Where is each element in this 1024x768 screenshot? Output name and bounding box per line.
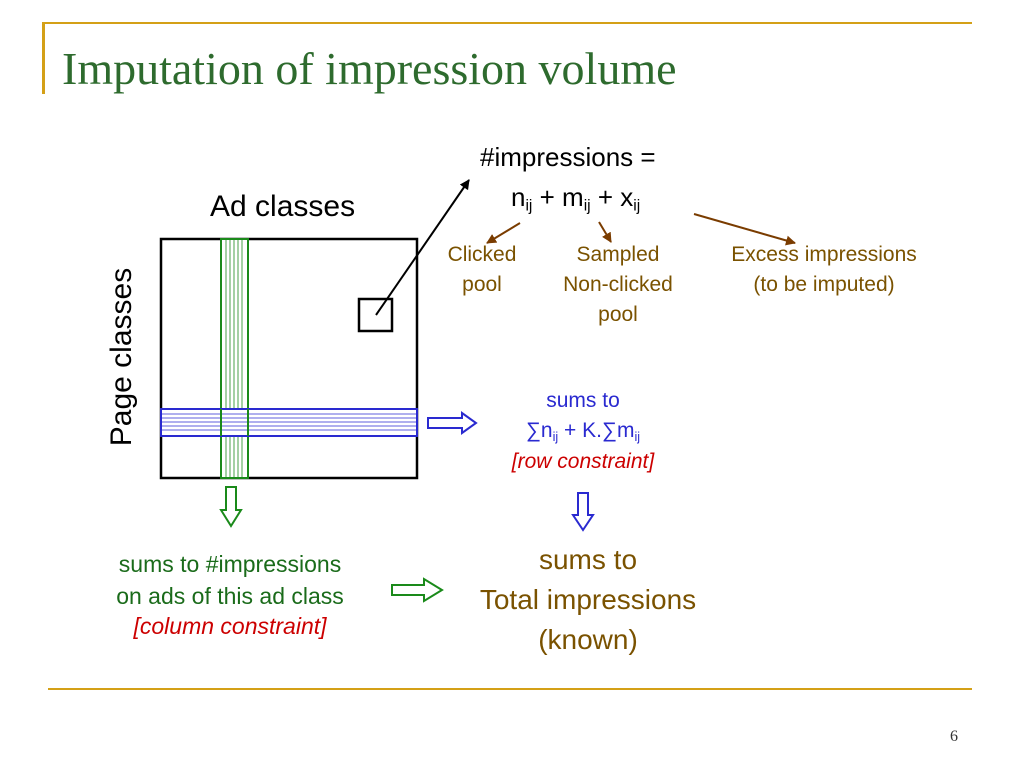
formula-head: #impressions = — [480, 142, 656, 172]
sampled-pool-label: Sampled Non-clicked pool — [563, 243, 673, 326]
matrix-square — [159, 237, 419, 480]
row-band — [160, 408, 418, 437]
column-hollow-arrow — [219, 486, 243, 528]
formula: nij + mij + xij — [511, 182, 641, 215]
column-band — [220, 238, 249, 479]
top-rule — [42, 22, 972, 24]
total-impressions-label: sums to Total impressions (known) — [479, 544, 697, 655]
arrow-to-sampled — [598, 221, 612, 243]
total-hollow-arrow — [571, 492, 595, 532]
cell-arrow — [375, 179, 470, 316]
title-accent-bar — [42, 22, 45, 94]
row-hollow-arrow — [427, 411, 478, 435]
row-constraint-label: [row constraint] — [511, 450, 655, 473]
page-classes-label: Page classes — [105, 267, 138, 447]
slide-title: Imputation of impression volume — [62, 43, 677, 94]
arrow-to-clicked — [486, 222, 521, 244]
cell-square — [357, 297, 394, 333]
excess-impressions-label: Excess impressions (to be imputed) — [731, 243, 917, 296]
row-sum-label: sums to ∑nij + K.∑mij — [525, 389, 641, 444]
column-sum-label: sums to #impressions on ads of this ad c… — [116, 551, 344, 609]
column-constraint-label: [column constraint] — [133, 613, 327, 639]
arrow-to-excess — [693, 213, 796, 246]
ad-classes-label: Ad classes — [210, 190, 356, 223]
clicked-pool-label: Clicked pool — [447, 243, 517, 296]
col-to-total-arrow — [391, 577, 444, 603]
page-number: 6 — [950, 728, 958, 745]
bottom-rule — [48, 688, 972, 690]
